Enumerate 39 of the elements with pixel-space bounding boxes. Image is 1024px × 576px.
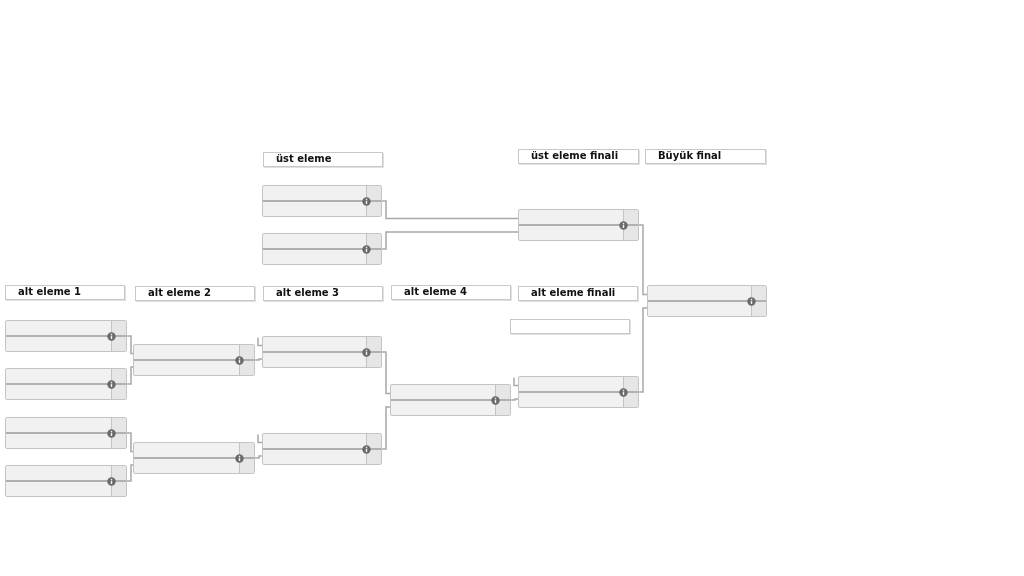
match-box (5, 417, 127, 449)
blank-box (510, 319, 630, 334)
bracket-connector (381, 351, 391, 395)
match-box (133, 442, 255, 474)
round-header: üst eleme (263, 152, 383, 167)
bracket-connector (254, 455, 263, 459)
match-box (262, 336, 382, 368)
bracket-connector (126, 432, 134, 453)
bracket-connector (381, 200, 519, 220)
bracket-connector (257, 433, 263, 444)
bracket-connector (254, 358, 263, 361)
round-header: üst eleme finali (518, 149, 639, 164)
bracket-connector (126, 366, 134, 385)
match-box (5, 368, 127, 400)
bracket-connector (257, 336, 263, 347)
match-box (5, 320, 127, 352)
bracket-connector (510, 398, 519, 401)
round-header: alt eleme 1 (5, 285, 125, 300)
round-header: alt eleme 4 (391, 285, 511, 300)
bracket-connector (126, 464, 134, 482)
round-header: alt eleme 3 (263, 286, 383, 301)
bracket-connector (513, 376, 519, 387)
bracket-connector (381, 406, 391, 450)
bracket-connector (638, 224, 648, 296)
bracket-connector (126, 335, 134, 355)
match-box (518, 209, 639, 241)
match-box (390, 384, 511, 416)
match-box (518, 376, 639, 408)
match-box (262, 433, 382, 465)
bracket-connector (381, 231, 519, 250)
round-header: Büyük final (645, 149, 766, 164)
match-box (647, 285, 767, 317)
match-box (133, 344, 255, 376)
match-box (5, 465, 127, 497)
round-header: alt eleme 2 (135, 286, 255, 301)
match-box (262, 185, 382, 217)
round-header: alt eleme finali (518, 286, 638, 301)
match-box (262, 233, 382, 265)
bracket-connector (638, 307, 648, 393)
